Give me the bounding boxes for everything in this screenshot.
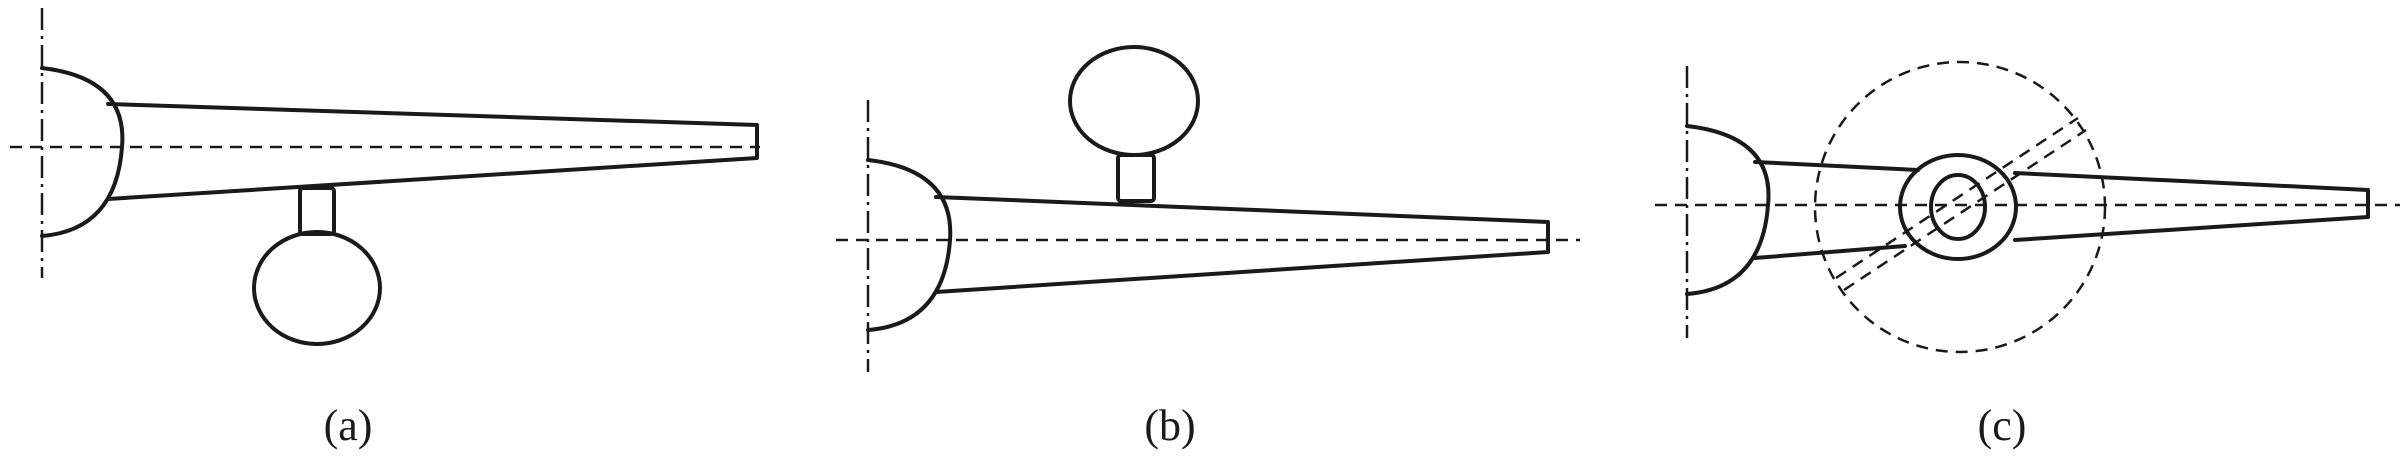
panel-a-connector xyxy=(298,186,336,236)
panel-a-caption: (a) xyxy=(324,401,373,450)
panel-c: (c) xyxy=(1655,60,2400,450)
panel-c-rotation-circle xyxy=(1813,60,2107,354)
panel-b-hub-arc xyxy=(866,158,953,332)
panel-a-hub-arc xyxy=(40,66,125,238)
panel-a-blade-outline xyxy=(106,102,759,201)
panel-c-blade-outer xyxy=(2013,171,2370,242)
panel-c-blade-lower-inner xyxy=(1753,244,1907,260)
panel-a: (a) xyxy=(10,8,760,450)
panel-c-hub-arc xyxy=(1685,124,1771,296)
panel-b: (b) xyxy=(836,45,1580,450)
panel-c-blade-upper-inner xyxy=(1753,160,1920,172)
panel-c-counterweight-arm-upper xyxy=(1835,116,2079,280)
panel-c-counterweight-arm-lower xyxy=(1843,128,2087,292)
panel-b-blade-outline xyxy=(934,195,1550,294)
panel-c-pivot xyxy=(1929,173,1987,241)
panel-b-counterweight xyxy=(1068,45,1200,157)
panel-c-hub-housing xyxy=(1898,153,2018,261)
panel-c-caption: (c) xyxy=(1978,401,2027,450)
panel-b-caption: (b) xyxy=(1144,401,1195,450)
panel-b-connector xyxy=(1116,153,1156,203)
panel-a-counterweight xyxy=(252,230,382,346)
